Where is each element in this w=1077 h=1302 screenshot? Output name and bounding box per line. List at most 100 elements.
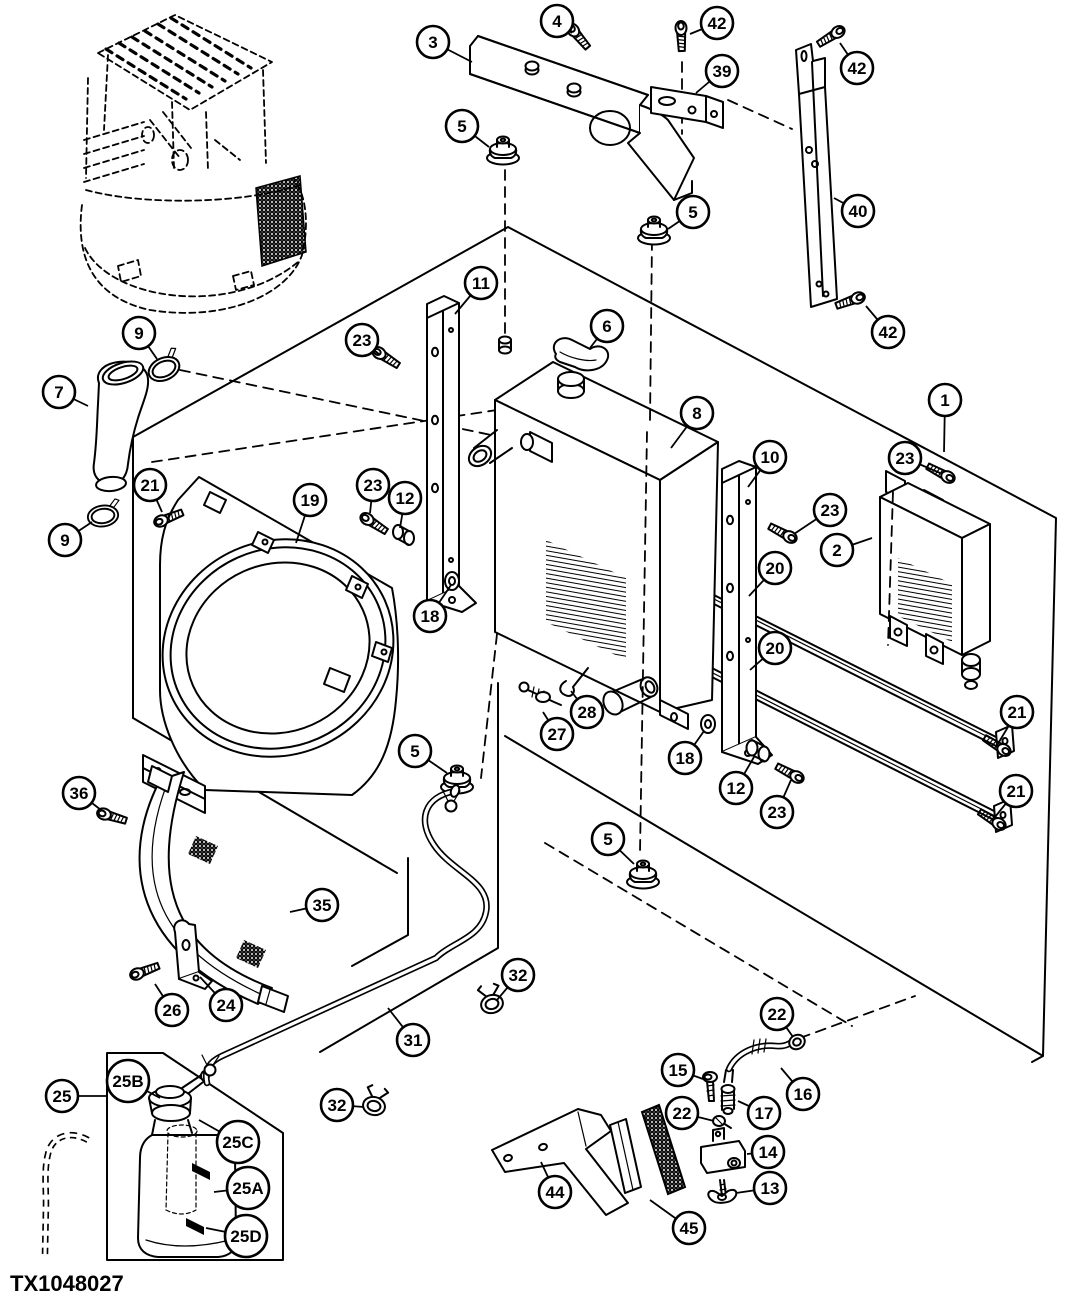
callout-circle bbox=[664, 1095, 700, 1131]
callout-39: 39 bbox=[695, 53, 740, 94]
callout-number: 20 bbox=[766, 559, 785, 578]
callout-18: 18 bbox=[667, 730, 705, 776]
callout-circle bbox=[840, 193, 876, 229]
callout-number: 6 bbox=[602, 317, 611, 336]
callout-number: 28 bbox=[578, 703, 597, 722]
callout-circle bbox=[998, 773, 1034, 809]
callout-number: 3 bbox=[428, 33, 437, 52]
callout-circle bbox=[752, 1170, 788, 1206]
callout-number: 13 bbox=[761, 1179, 780, 1198]
hose-fitting-clamp bbox=[788, 1033, 806, 1051]
bolt bbox=[833, 289, 868, 313]
callout-number: 10 bbox=[761, 448, 780, 467]
callout-number: 42 bbox=[848, 59, 867, 78]
callout-44: 44 bbox=[537, 1161, 573, 1210]
tube-clip bbox=[442, 790, 461, 813]
drain-clip bbox=[559, 667, 589, 697]
overflow-tube bbox=[201, 784, 506, 1119]
callout-26: 26 bbox=[154, 983, 190, 1028]
callout-5: 5 bbox=[444, 108, 490, 148]
callout-circle bbox=[812, 492, 848, 528]
callout-number: 15 bbox=[669, 1061, 688, 1080]
upper-hose bbox=[84, 345, 187, 530]
callout-21: 21 bbox=[998, 694, 1035, 743]
callout-number: 36 bbox=[70, 784, 89, 803]
callout-23: 23 bbox=[344, 322, 381, 358]
callout-number: 27 bbox=[548, 725, 567, 744]
small-screw bbox=[712, 1115, 732, 1129]
callout-number: 35 bbox=[313, 896, 332, 915]
bracket-rh bbox=[721, 460, 800, 765]
callout-number: 1 bbox=[940, 391, 949, 410]
callout-number: 23 bbox=[768, 803, 787, 822]
machine-fan-grid bbox=[255, 175, 307, 268]
callout-number: 20 bbox=[766, 639, 785, 658]
top-support bbox=[469, 20, 695, 201]
callout-circle bbox=[927, 382, 963, 418]
guard-mesh bbox=[188, 836, 218, 864]
reserve-bottle bbox=[137, 1070, 237, 1258]
callout-circle bbox=[344, 322, 380, 358]
callout-circle bbox=[154, 992, 190, 1028]
callout-3: 3 bbox=[415, 24, 473, 63]
callout-18: 18 bbox=[412, 584, 452, 634]
low-mark bbox=[186, 1218, 204, 1235]
callout-28: 28 bbox=[569, 690, 605, 730]
bottle-cap bbox=[148, 1070, 210, 1122]
wire-clamp bbox=[360, 1083, 390, 1119]
callout-23: 23 bbox=[887, 440, 941, 476]
callout-8: 8 bbox=[670, 395, 715, 449]
callout-circle bbox=[41, 374, 77, 410]
callout-22: 22 bbox=[664, 1095, 715, 1131]
callout-circle bbox=[47, 522, 83, 558]
callout-number: 25B bbox=[112, 1072, 143, 1091]
callout-circle bbox=[839, 50, 875, 86]
callout-19: 19 bbox=[292, 482, 328, 544]
callout-number: 8 bbox=[692, 404, 701, 423]
callout-23: 23 bbox=[759, 779, 795, 830]
seal-strips bbox=[609, 1103, 687, 1196]
figure-code: TX1048027 bbox=[10, 1271, 124, 1296]
callout-circle bbox=[223, 1213, 269, 1259]
callout-4: 4 bbox=[539, 3, 575, 39]
callout-circle bbox=[759, 794, 795, 830]
callout-42: 42 bbox=[865, 305, 906, 350]
callout-23: 23 bbox=[355, 467, 391, 514]
callout-circle bbox=[292, 482, 328, 518]
callout-circle bbox=[44, 1078, 80, 1114]
full-mark bbox=[192, 1163, 210, 1180]
callout-number: 25 bbox=[53, 1087, 72, 1106]
callout-36: 36 bbox=[61, 775, 102, 811]
callout-number: 5 bbox=[410, 742, 419, 761]
wire-clamp bbox=[475, 980, 506, 1017]
callout-40: 40 bbox=[833, 193, 876, 229]
nut bbox=[524, 60, 540, 76]
callout-circle bbox=[463, 265, 499, 301]
callout-circle bbox=[704, 53, 740, 89]
drain-valve bbox=[518, 681, 562, 706]
callout-number: 44 bbox=[546, 1183, 565, 1202]
callout-2: 2 bbox=[819, 532, 873, 568]
callout-16: 16 bbox=[780, 1067, 821, 1112]
callout-7: 7 bbox=[41, 374, 89, 410]
shutoff-valve bbox=[700, 1127, 746, 1174]
callout-circle bbox=[537, 1174, 573, 1210]
callout-circle bbox=[395, 1022, 431, 1058]
callout-circle bbox=[671, 1210, 707, 1246]
callout-9: 9 bbox=[121, 315, 158, 360]
callout-number: 39 bbox=[713, 62, 732, 81]
callout-25B: 25B bbox=[105, 1058, 161, 1104]
callout-number: 5 bbox=[457, 117, 466, 136]
callout-circle bbox=[569, 694, 605, 730]
callout-number: 32 bbox=[328, 1096, 347, 1115]
callout-circle bbox=[752, 439, 788, 475]
callout-number: 5 bbox=[688, 203, 697, 222]
callout-number: 24 bbox=[217, 996, 236, 1015]
callout-number: 21 bbox=[141, 476, 160, 495]
callout-5: 5 bbox=[590, 821, 635, 865]
nut bbox=[566, 82, 582, 98]
callout-25C: 25C bbox=[198, 1119, 261, 1165]
bleed-screw bbox=[702, 1071, 718, 1102]
